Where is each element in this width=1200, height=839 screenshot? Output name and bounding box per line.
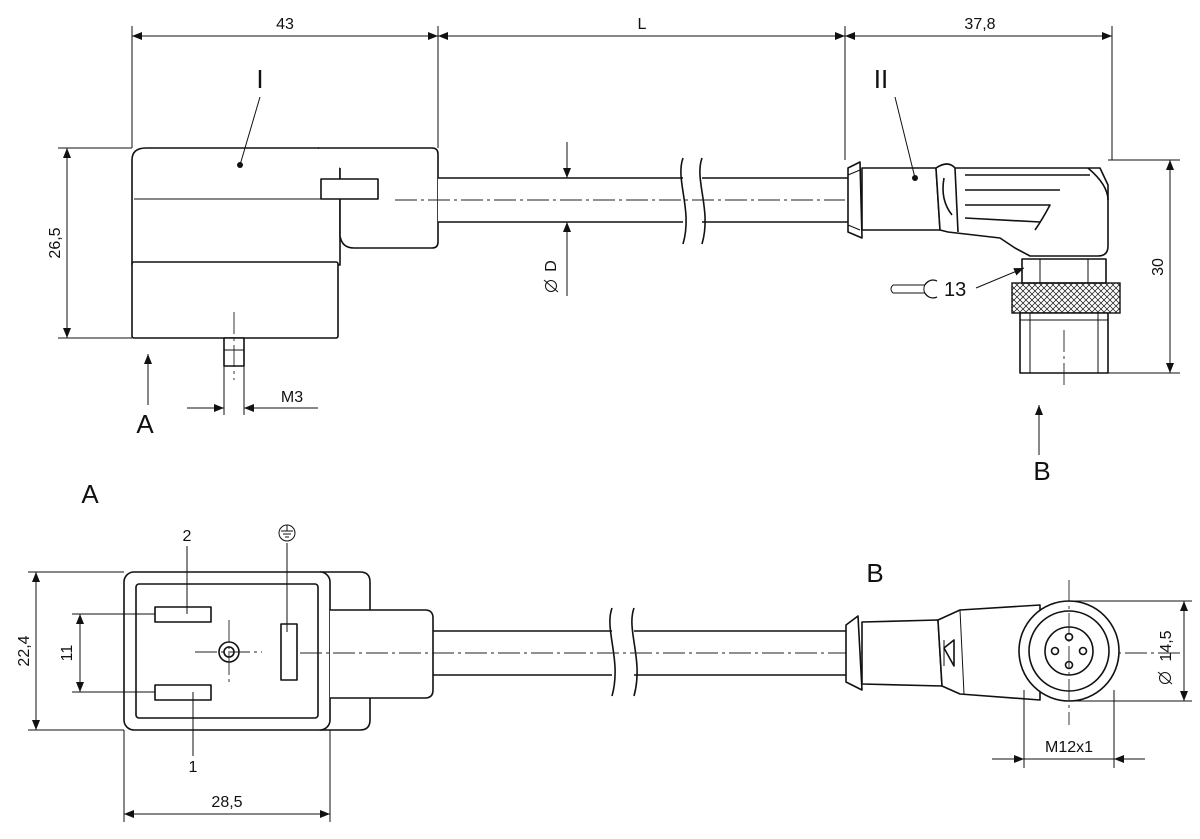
wrench-13: 13 [890,267,1025,301]
ground-icon [278,524,296,542]
cable-side [395,157,848,245]
end-views: A B [16,479,1192,822]
dim-13-label: 13 [944,279,966,301]
dim-M12: M12x1 [992,690,1145,768]
dim-L: L [438,16,846,160]
dim-22-4-label: 22,4 [16,635,33,666]
m12-connector-side [847,161,1121,385]
valve-connector-side [131,147,439,380]
dim-M12-label: M12x1 [1045,739,1093,756]
pin-2-contact [154,606,212,623]
pin-2-label: 2 [183,528,192,545]
m12-pin [1050,646,1060,656]
m12-connector-plan [845,580,1120,725]
diameter-icon [545,280,557,292]
diameter-icon [1159,672,1171,684]
knurled-nut [1011,282,1121,314]
view-arrow-A-label: A [136,409,154,439]
view-arrow-B-label: B [1033,456,1050,486]
dim-11: 11 [59,613,155,693]
dim-30: 30 [1108,159,1180,374]
dim-28-5-label: 28,5 [211,794,242,811]
dim-M3-label: M3 [281,389,303,406]
dim-37-8: 37,8 [845,16,1113,160]
dim-26-5: 26,5 [47,147,132,339]
m12-pin [1078,646,1088,656]
pin-1-label: 1 [189,759,198,776]
dim-43: 43 [131,16,439,148]
dim-L-label: L [638,16,647,33]
pin-1-contact [154,684,212,701]
dim-M3: M3 [187,366,318,415]
dim-22-4: 22,4 [16,571,124,731]
side-view: 43 L 37,8 26,5 D [47,16,1180,486]
dim-D: D [543,142,571,296]
valve-plug-face [123,571,434,731]
dim-14-5-label: 14,5 [1158,630,1175,661]
label-I: I [256,64,263,94]
dim-14-5: 14,5 [1069,600,1192,702]
hex-nut [1021,258,1107,284]
dim-43-label: 43 [276,16,294,33]
cable-plan [300,607,1180,697]
view-B-title: B [866,558,883,588]
dim-D-label: D [543,260,560,272]
dim-30-label: 30 [1150,258,1167,276]
dim-37-8-label: 37,8 [964,16,995,33]
dim-11-label: 11 [59,645,76,662]
label-II: II [874,64,888,94]
dim-26-5-label: 26,5 [47,227,64,258]
dim-28-5: 28,5 [123,730,331,822]
wrench-icon [890,279,938,299]
view-A-title: A [81,479,99,509]
ground-contact [280,623,298,681]
